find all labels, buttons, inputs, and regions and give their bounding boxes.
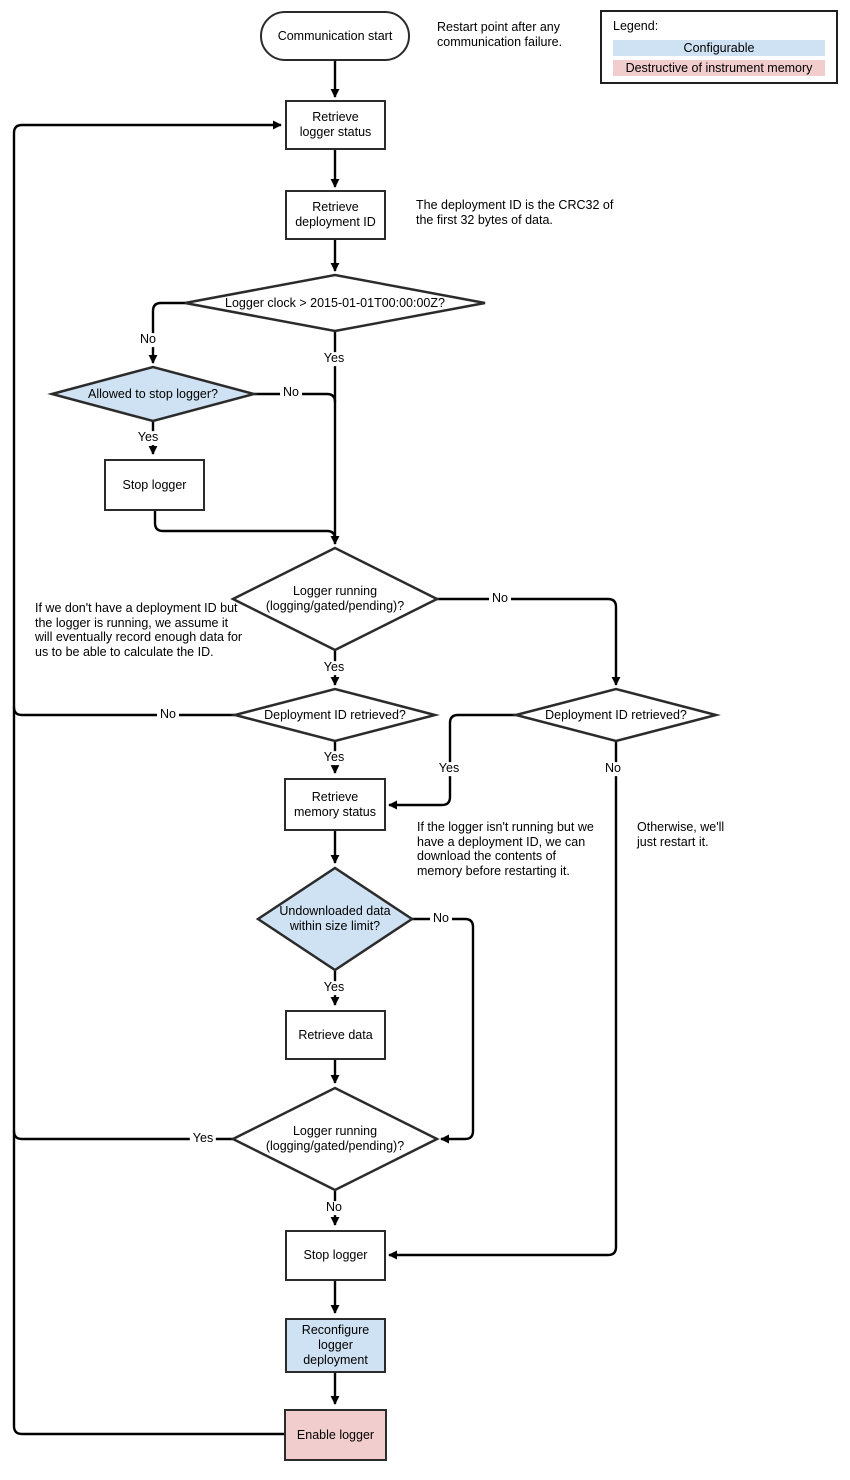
edge-deplright-yes (388, 713, 516, 810)
decision-deployment-retrieved-left (230, 687, 440, 743)
edge-deplleft-no (12, 706, 235, 717)
edge-undl-no (412, 917, 475, 1144)
node-communication-start: Communication start (260, 11, 410, 61)
node-retrieve-logger-status: Retrieve logger status (285, 100, 386, 150)
edge-label-undl-yes: Yes (320, 980, 348, 995)
edge-label-running2-yes: Yes (189, 1131, 217, 1146)
edge-label-deplleft-yes: Yes (320, 750, 348, 765)
node-stop-logger-1: Stop logger (104, 459, 205, 511)
edge-allowed-no (254, 392, 337, 403)
edge-label-running2-no: No (323, 1200, 345, 1215)
edge-running1-no (437, 597, 621, 686)
edge-label-deplright-no: No (602, 761, 624, 776)
edge-label-allowed-yes: Yes (134, 430, 162, 445)
edge-label-undl-no: No (430, 911, 452, 926)
note-crc32: The deployment ID is the CRC32 of the fi… (416, 198, 614, 227)
edge-label-clock-yes: Yes (320, 351, 348, 366)
decision-undownloaded-data (255, 866, 415, 972)
decision-logger-clock (184, 273, 486, 333)
note-assume-id: If we don't have a deployment ID but the… (35, 601, 243, 659)
edge-running2-yes (12, 1130, 233, 1141)
decision-deployment-retrieved-right (511, 687, 721, 743)
legend: Legend: Configurable Destructive of inst… (600, 10, 838, 84)
edge-restart-trunk (12, 120, 284, 1436)
note-download-memory: If the logger isn't running but we have … (417, 820, 594, 878)
note-otherwise-restart: Otherwise, we'll just restart it. (637, 820, 725, 849)
decision-logger-running-2 (230, 1086, 440, 1192)
legend-swatch-destructive: Destructive of instrument memory (613, 60, 825, 76)
edge-label-clock-no: No (137, 332, 159, 347)
note-restart-point: Restart point after any communication fa… (437, 20, 563, 49)
node-enable-logger: Enable logger (284, 1409, 387, 1461)
edge-stop1-out (153, 511, 337, 540)
node-retrieve-data: Retrieve data (285, 1010, 386, 1060)
node-retrieve-memory-status: Retrieve memory status (284, 778, 386, 831)
node-retrieve-deployment-id: Retrieve deployment ID (285, 190, 386, 240)
legend-swatch-configurable: Configurable (613, 40, 825, 56)
edge-deplright-no (388, 741, 618, 1260)
edge-label-running1-yes: Yes (320, 660, 348, 675)
edge-label-deplright-yes: Yes (435, 761, 463, 776)
edge-clock-no (148, 301, 185, 364)
decision-logger-running-1 (230, 546, 440, 652)
edge-label-running1-no: No (489, 591, 511, 606)
decision-allowed-to-stop (47, 365, 259, 423)
node-reconfigure-logger-deployment: Reconfigure logger deployment (285, 1318, 386, 1373)
legend-title: Legend: (613, 19, 659, 33)
edge-label-allowed-no: No (280, 385, 302, 400)
edge-label-deplleft-no: No (157, 707, 179, 722)
node-stop-logger-2: Stop logger (285, 1230, 386, 1281)
